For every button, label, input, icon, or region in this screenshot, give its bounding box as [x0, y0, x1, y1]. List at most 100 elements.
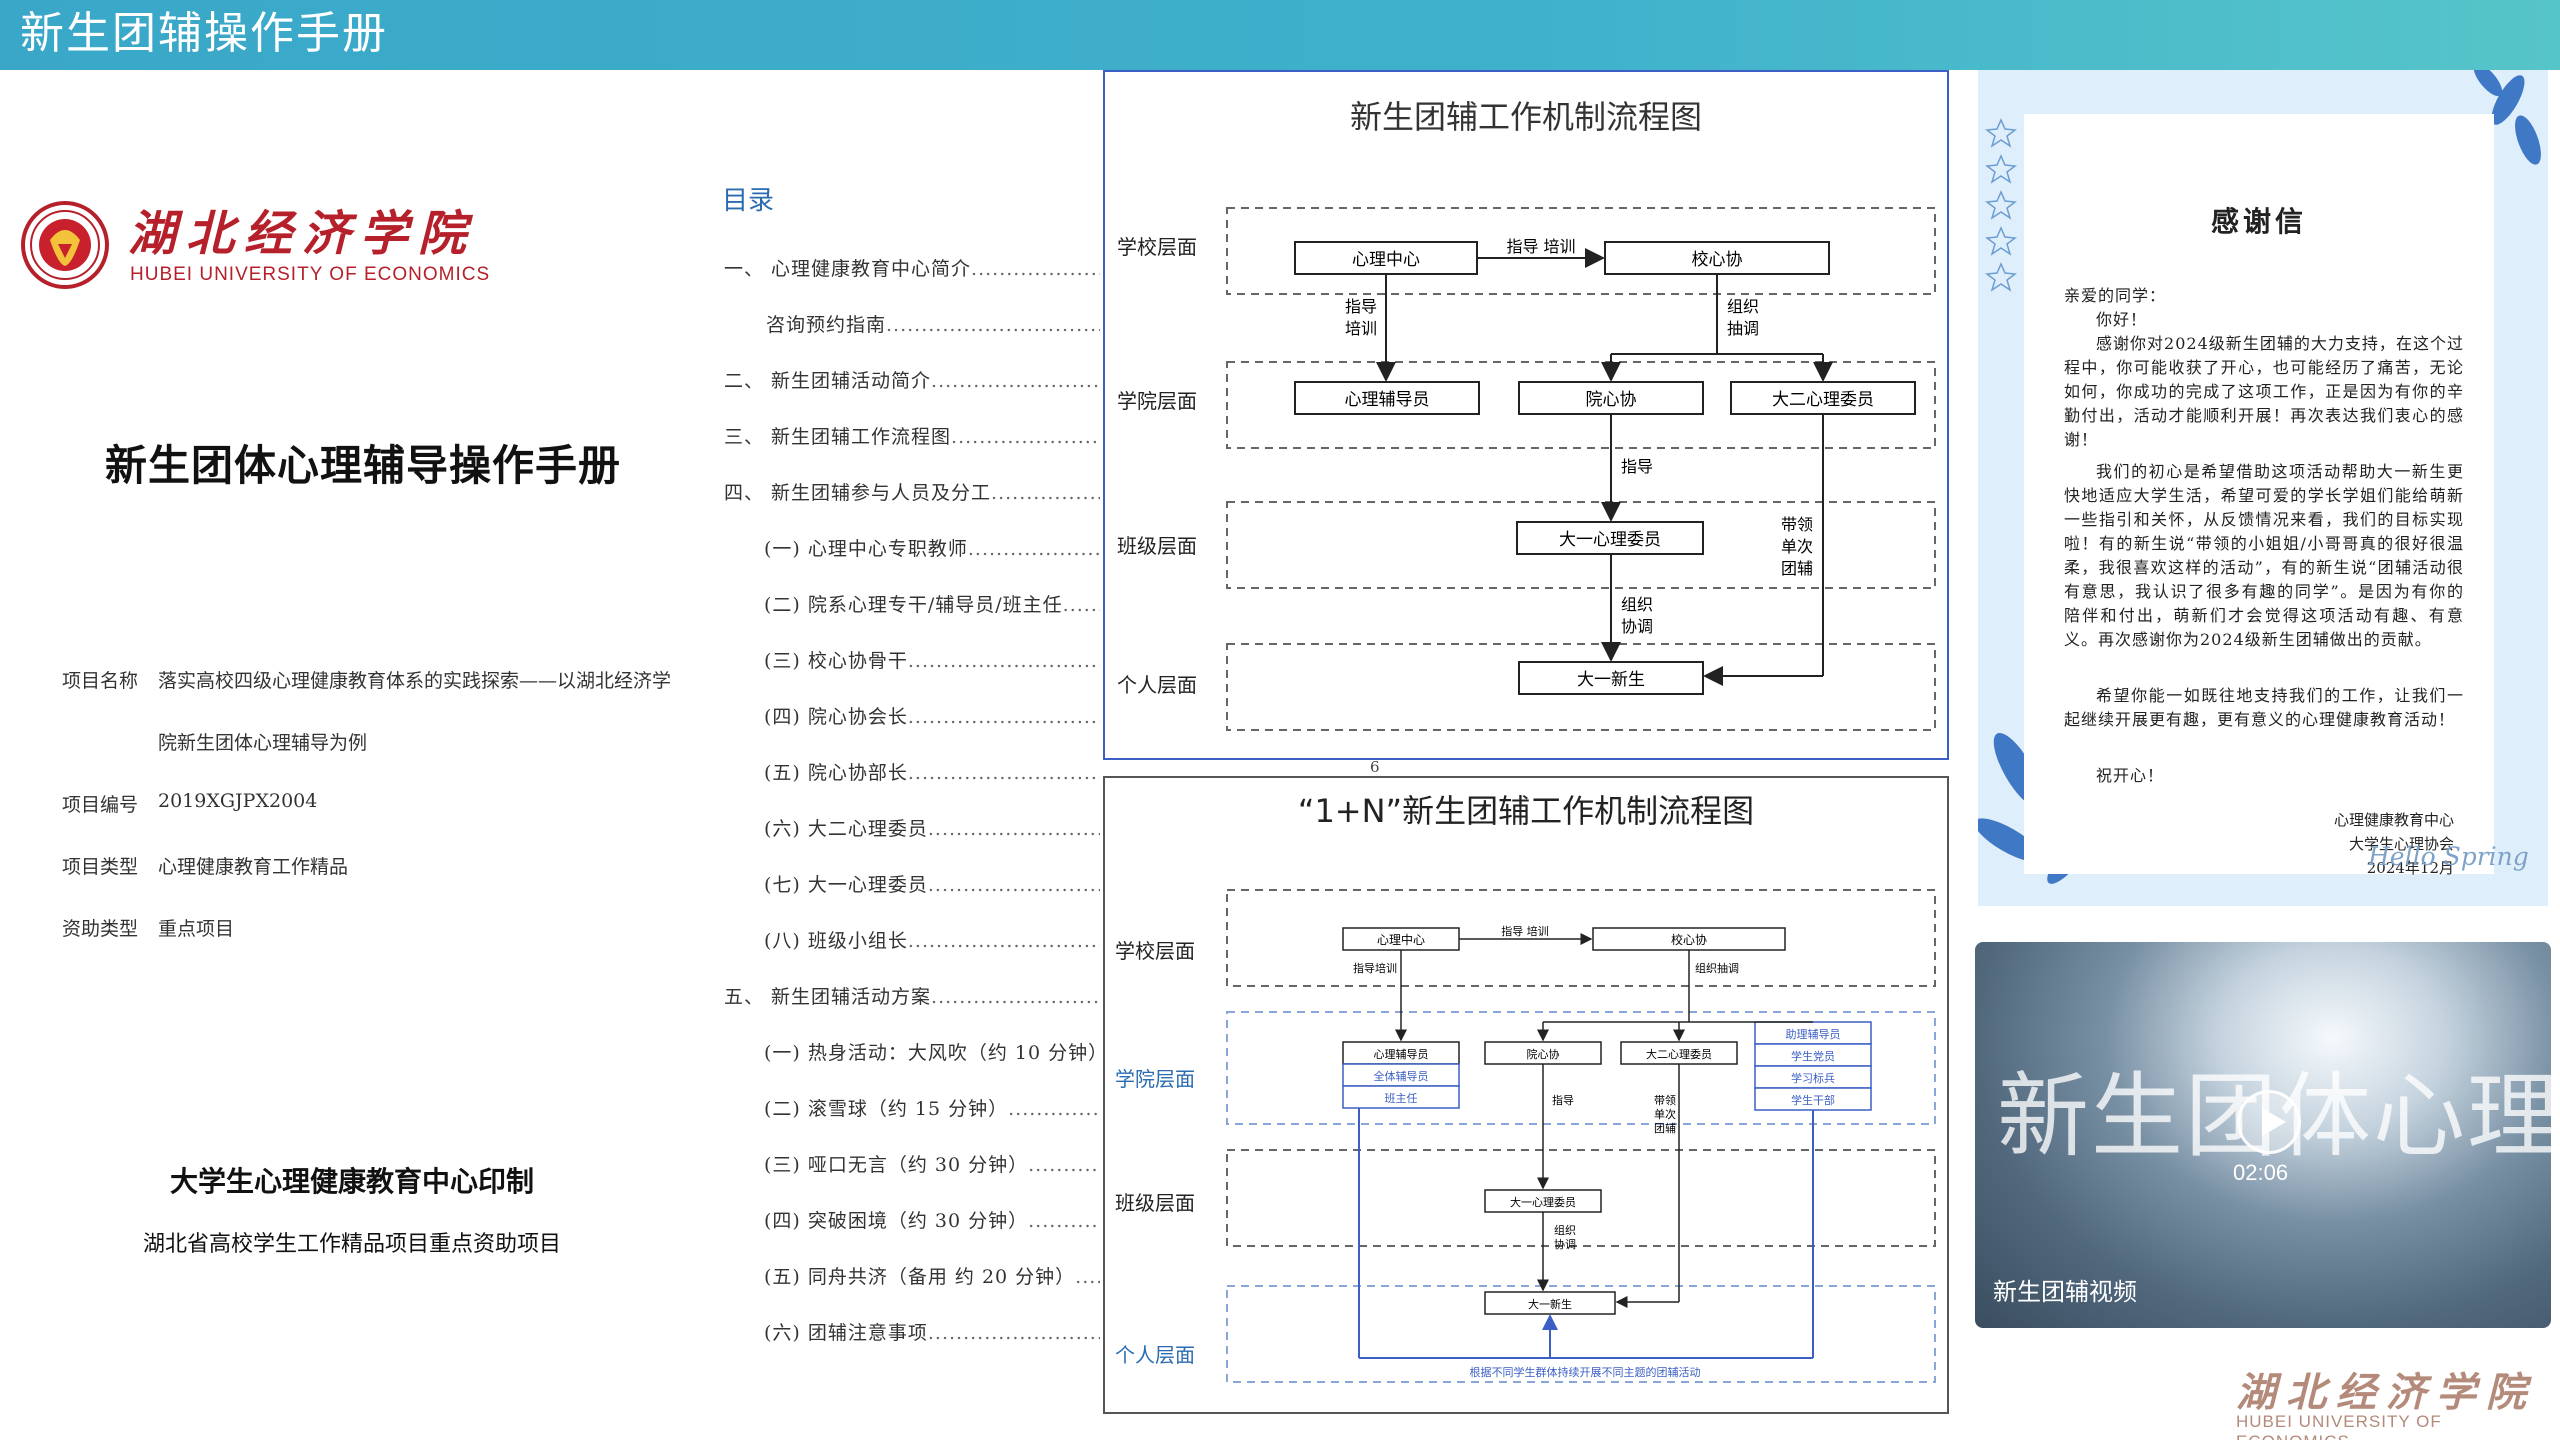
edge-label: 单次	[1781, 537, 1813, 556]
toc-item[interactable]: 咨询预约指南..................................…	[766, 314, 1100, 336]
signature-line: 2024年12月	[2366, 859, 2454, 877]
toc-item[interactable]: (三) 校心协骨干...............................…	[764, 650, 1100, 672]
meta-value: 落实高校四级心理健康教育体系的实践探索——以湖北经济学	[158, 670, 672, 692]
toc-item[interactable]: 五、 新生团辅活动方案.............................…	[724, 986, 1100, 1008]
chart-title: “1+N”新生团辅工作机制流程图	[1298, 792, 1754, 830]
node: 大一新生	[1577, 670, 1645, 690]
letter-greeting: 亲爱的同学：	[2064, 286, 2167, 305]
toc-item[interactable]: (四) 院心协会长...............................…	[764, 706, 1100, 728]
toc-item[interactable]: (四) 突破困境（约 30 分钟）.......................…	[764, 1210, 1100, 1232]
letter-signature: 心理健康教育中心 大学生心理协会 2024年12月	[2334, 808, 2454, 880]
letter-paper: 感谢信 亲爱的同学： 你好！ 感谢你对2024级新生团辅的大力支持，在这个过程中…	[2024, 114, 2494, 877]
letter-title: 感谢信	[2210, 205, 2307, 238]
toc-item[interactable]: 一、 心理健康教育中心简介...........................…	[724, 258, 1100, 280]
play-button[interactable]	[2237, 1090, 2301, 1154]
svg-text:指导: 指导	[1552, 1093, 1574, 1107]
level-label: 学校层面	[1115, 939, 1195, 963]
meta-key: 项目编号	[62, 794, 139, 816]
toc-item[interactable]: (一) 热身活动：大风吹（约 10 分钟）...................…	[764, 1042, 1100, 1064]
toc-item[interactable]: (六) 大二心理委员..............................…	[764, 818, 1100, 840]
svg-text:组织抽调: 组织抽调	[1695, 961, 1739, 975]
svg-text:心理辅导员: 心理辅导员	[1374, 1047, 1429, 1061]
edge-label: 指导	[1621, 457, 1653, 476]
toc-item[interactable]: 四、 新生团辅参与人员及分工..........................…	[724, 482, 1100, 504]
letter-paragraph: 希望你能一如既往地支持我们的工作，让我们一起继续开展更有趣，更有意义的心理健康教…	[2064, 686, 2464, 729]
node: 心理辅导员	[1345, 390, 1430, 410]
meta-value: 院新生团体心理辅导为例	[158, 732, 368, 754]
edge-label: 抽调	[1727, 319, 1759, 338]
signature-line: 大学生心理协会	[2348, 835, 2454, 853]
meta-key: 资助类型	[62, 918, 139, 940]
toc-item[interactable]: (五) 院心协部长...............................…	[764, 762, 1100, 784]
toc-item[interactable]: (二) 院系心理专干/辅导员/班主任......................…	[764, 594, 1100, 616]
node: 校心协	[1692, 250, 1743, 270]
level-label: 个人层面	[1117, 673, 1197, 697]
video-caption: 新生团辅视频	[1993, 1278, 2137, 1306]
node: 心理中心	[1352, 250, 1420, 270]
toc-item[interactable]: (三) 哑口无言（约 30 分钟）.......................…	[764, 1154, 1100, 1176]
node: 院心协	[1586, 390, 1637, 410]
toc-item[interactable]: (六) 团辅注意事项..............................…	[764, 1322, 1100, 1344]
chart-title: 新生团辅工作机制流程图	[1350, 98, 1702, 136]
footer-logo-cn: 湖北经济学院	[2236, 1369, 2536, 1416]
level-band-class	[1226, 501, 1936, 589]
svg-text:单次: 单次	[1654, 1107, 1676, 1121]
manual-title: 新生团体心理辅导操作手册	[105, 441, 622, 490]
toc-item[interactable]: (一) 心理中心专职教师............................…	[764, 538, 1100, 560]
meta-value: 心理健康教育工作精品	[158, 856, 349, 878]
svg-text:学生干部: 学生干部	[1791, 1093, 1835, 1107]
level-label: 班级层面	[1115, 1191, 1195, 1215]
letter-paragraph: 我们的初心是希望借助这项活动帮助大一新生更快地适应大学生活，希望可爱的学长学姐们…	[2064, 462, 2464, 649]
edge-label: 培训	[1345, 319, 1377, 338]
funding-note: 湖北省高校学生工作精品项目重点资助项目	[143, 1232, 562, 1257]
svg-text:团辅: 团辅	[1654, 1121, 1676, 1135]
video-player[interactable]: 新生团体心理辅 02:06 新生团辅视频	[1975, 942, 2551, 1328]
flowchart-1n-mechanism: “1+N”新生团辅工作机制流程图 学校层面 学院层面 班级层面 个人层面 心理中…	[1103, 776, 1949, 1414]
toc-item[interactable]: (五) 同舟共济（备用 约 20 分钟）....................…	[764, 1266, 1100, 1288]
svg-text:根据不同学生群体持续开展不同主题的团辅活动: 根据不同学生群体持续开展不同主题的团辅活动	[1470, 1365, 1701, 1379]
svg-text:大一心理委员: 大一心理委员	[1510, 1195, 1576, 1209]
meta-key: 项目类型	[62, 856, 139, 878]
svg-text:校心协: 校心协	[1671, 932, 1707, 947]
toc-item[interactable]: (七) 大一心理委员..............................…	[764, 874, 1100, 896]
toc-item[interactable]: 三、 新生团辅工作流程图............................…	[724, 426, 1100, 448]
university-emblem-icon	[21, 201, 109, 289]
svg-text:班主任: 班主任	[1385, 1092, 1418, 1105]
level-band-school	[1226, 207, 1936, 295]
toc-item[interactable]: (二) 滚雪球（约 15 分钟）........................…	[764, 1098, 1100, 1120]
toc-item[interactable]: 二、 新生团辅活动简介.............................…	[724, 370, 1100, 392]
level-label: 班级层面	[1117, 534, 1197, 558]
signature-line: 心理健康教育中心	[2333, 811, 2454, 829]
level-label: 个人层面	[1115, 1343, 1195, 1367]
svg-text:院心协: 院心协	[1527, 1047, 1560, 1061]
level-band-individual	[1226, 643, 1936, 731]
svg-text:大二心理委员: 大二心理委员	[1646, 1047, 1712, 1061]
flowchart-work-mechanism: 新生团辅工作机制流程图 学校层面 学院层面 班级层面 个人层面 心理中心 校心协…	[1103, 70, 1949, 760]
svg-text:心理中心: 心理中心	[1377, 932, 1425, 947]
header-bar: 新生团辅操作手册	[0, 0, 2560, 70]
page-title: 新生团辅操作手册	[20, 8, 388, 59]
letter-closing: 祝开心！	[2096, 766, 2165, 785]
toc-item[interactable]: (八) 班级小组长...............................…	[764, 930, 1100, 952]
letter-hello: 你好！	[2096, 310, 2148, 329]
meta-value: 重点项目	[158, 918, 235, 940]
edge-label: 协调	[1621, 617, 1653, 636]
letter-paragraph: 感谢你对2024级新生团辅的大力支持，在这个过程中，你可能收获了开心，也可能经历…	[2064, 334, 2464, 449]
node: 大二心理委员	[1772, 390, 1874, 410]
meta-value: 2019XGJPX2004	[158, 790, 318, 812]
svg-text:学习标兵: 学习标兵	[1791, 1071, 1835, 1085]
edge-label: 团辅	[1781, 559, 1813, 578]
footer-logo-en: HUBEI UNIVERSITY OF ECONOMICS	[2236, 1412, 2442, 1440]
level-label: 学院层面	[1117, 389, 1197, 413]
svg-text:全体辅导员: 全体辅导员	[1374, 1069, 1429, 1083]
node: 大一心理委员	[1559, 530, 1661, 550]
star-decor-icon	[1985, 118, 2017, 292]
level-band-college	[1226, 361, 1936, 449]
thank-you-letter: 感谢信 亲爱的同学： 你好！ 感谢你对2024级新生团辅的大力支持，在这个过程中…	[1978, 70, 2548, 906]
svg-text:协调: 协调	[1554, 1237, 1576, 1251]
svg-text:助理辅导员: 助理辅导员	[1786, 1027, 1841, 1041]
svg-text:指导培训: 指导培训	[1353, 961, 1397, 975]
level-label: 学校层面	[1117, 235, 1197, 259]
letter-decor-text: Hello Spring	[2368, 842, 2529, 871]
edge-label: 组织	[1727, 297, 1759, 316]
